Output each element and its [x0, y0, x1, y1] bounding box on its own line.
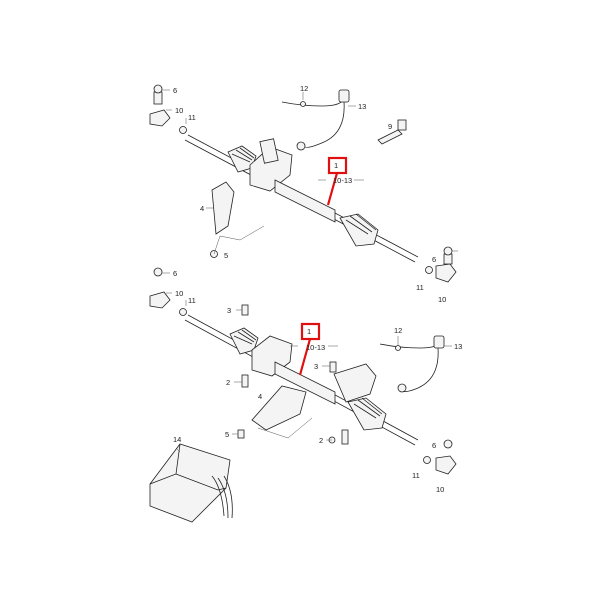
lower-label-13: 13: [454, 342, 462, 351]
upper-steering-rack: [184, 134, 419, 263]
upper-assembly: 1 10-13 6 10 11 12 13 9 4 5 6 11 10: [149, 84, 458, 304]
lower-pipe: [379, 335, 445, 393]
upper-pipe: [281, 89, 350, 151]
lower-label-3: 3: [227, 306, 231, 315]
lower-label-right-10: 10: [436, 485, 444, 494]
upper-label-4: 4: [200, 204, 204, 213]
upper-callout-1: 1 10-13: [318, 156, 364, 206]
lower-label-11: 11: [188, 296, 196, 305]
upper-sub-label: 10-13: [333, 176, 352, 185]
upper-callouts: 6 10 11 12 13 9 4 5 6 11 10: [162, 84, 458, 304]
lower-control-unit: [149, 443, 233, 523]
lower-label-4: 4: [258, 392, 262, 401]
lower-callout-1: 1 10-13: [290, 322, 338, 376]
upper-label-11: 11: [188, 113, 196, 122]
upper-label-right-11: 11: [416, 283, 424, 292]
lower-right-tie-rod-end: [423, 439, 457, 475]
lower-callouts: 6 10 11 3 2 4 5 12 13 3 2 14 6 11 10: [162, 269, 462, 494]
upper-bracket: [210, 181, 235, 258]
lower-label-right-2: 2: [319, 436, 323, 445]
lower-label-right-3: 3: [314, 362, 318, 371]
lower-label-right-6: 6: [432, 441, 436, 450]
upper-label-6: 6: [173, 86, 177, 95]
lower-steering-rack: [184, 314, 419, 446]
lower-label-right-11: 11: [412, 471, 420, 480]
upper-label-13: 13: [358, 102, 366, 111]
lower-label-2: 2: [226, 378, 230, 387]
upper-label-10: 10: [175, 106, 183, 115]
upper-right-tie-rod-end: [425, 246, 457, 283]
upper-label-12: 12: [300, 84, 308, 93]
upper-clip: [377, 119, 407, 145]
upper-label-right-10: 10: [438, 295, 446, 304]
lower-bracket: [251, 385, 313, 439]
upper-main-label: 1: [334, 161, 338, 170]
upper-label-9: 9: [388, 122, 392, 131]
lower-label-5: 5: [225, 430, 229, 439]
upper-label-5: 5: [224, 251, 228, 260]
lower-left-tie-rod-end: [149, 267, 187, 316]
lower-assembly: 1 10-13 6 10 11 3 2 4 5 12 13 3 2: [149, 267, 462, 523]
upper-left-tie-rod-end: [149, 84, 187, 134]
upper-label-right-6: 6: [432, 255, 436, 264]
lower-label-14: 14: [173, 435, 181, 444]
lower-label-10: 10: [175, 289, 183, 298]
lower-sub-label: 10-13: [306, 343, 325, 352]
lower-label-6: 6: [173, 269, 177, 278]
lower-label-12: 12: [394, 326, 402, 335]
lower-main-label: 1: [307, 327, 311, 336]
